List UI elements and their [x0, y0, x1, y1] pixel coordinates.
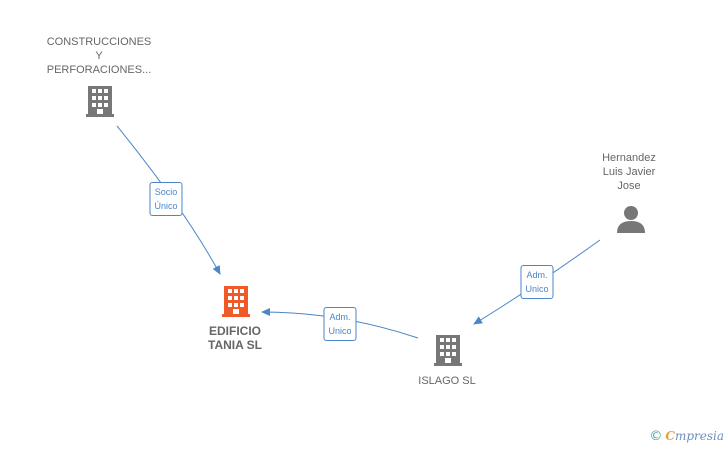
node-label-line: ISLAGO SL	[418, 375, 476, 387]
node-label-line: PERFORACIONES...	[46, 64, 152, 76]
building-icon[interactable]	[434, 335, 462, 366]
brand-name: mpresia	[674, 429, 724, 443]
edge-label-line: Unico	[525, 284, 549, 294]
building-icon[interactable]	[222, 286, 250, 317]
empresia-watermark: ©Cmpresia	[649, 429, 724, 444]
node-label-edificio[interactable]: EDIFICIO TANIA SL	[208, 324, 262, 352]
edge-label-adm-unico-islago[interactable]: Adm. Unico	[323, 307, 357, 341]
person-icon[interactable]	[617, 206, 645, 233]
building-icon[interactable]	[86, 86, 114, 117]
node-label-line: Jose	[617, 180, 641, 192]
edge-label-adm-unico-hernandez[interactable]: Adm. Unico	[520, 265, 554, 299]
brand-initial: C	[665, 429, 675, 443]
node-label-line: TANIA SL	[208, 338, 262, 352]
edge-label-socio-unico[interactable]: Socio Único	[149, 182, 183, 216]
node-label-line: Luis Javier	[602, 166, 656, 178]
copyright-symbol: ©	[649, 429, 663, 444]
node-label-line: Y	[95, 50, 103, 62]
edge-label-line: Adm.	[526, 270, 548, 280]
edge-label-line: Adm.	[329, 312, 351, 322]
node-label-line: EDIFICIO	[208, 324, 261, 338]
edge-label-line: Socio	[154, 187, 178, 197]
node-label-line: CONSTRUCCIONES	[46, 36, 152, 48]
node-label-construcciones[interactable]: CONSTRUCCIONES Y PERFORACIONES...	[47, 35, 152, 77]
edge-label-line: Único	[154, 201, 178, 211]
node-label-islago[interactable]: ISLAGO SL	[418, 374, 475, 388]
node-label-line: Hernandez	[602, 152, 656, 164]
edge-label-line: Unico	[328, 326, 352, 336]
node-label-hernandez[interactable]: Hernandez Luis Javier Jose	[602, 151, 656, 193]
